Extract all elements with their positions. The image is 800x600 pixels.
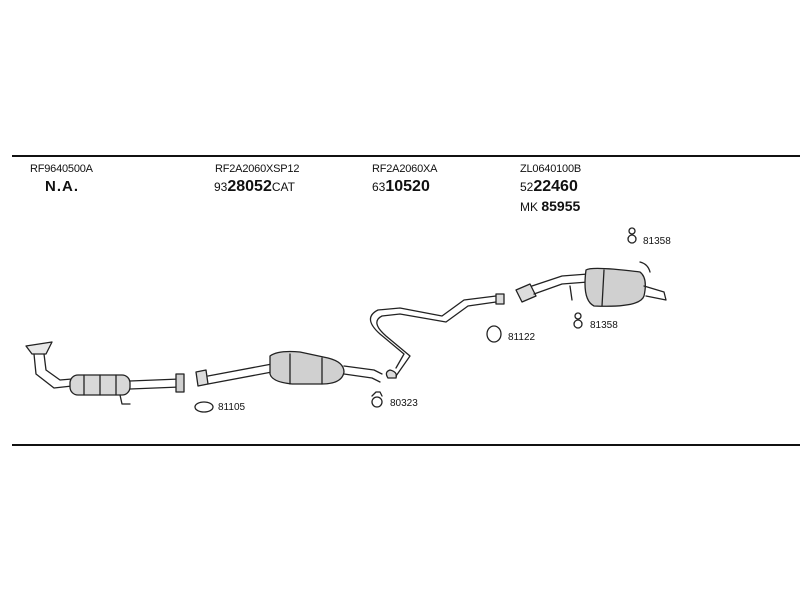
gasket-81105 — [194, 401, 214, 413]
mk-main: 85955 — [541, 198, 581, 214]
part-code-4: ZL0640100B — [520, 163, 581, 175]
top-divider — [12, 155, 800, 157]
label-hanger-81358-upper: 81358 — [643, 236, 671, 247]
label-clamp-80323: 80323 — [390, 398, 418, 409]
part-code-2: RF2A2060XSP12 — [215, 163, 300, 175]
center-pipe — [369, 293, 505, 379]
part-number-2-suffix: CAT — [271, 180, 295, 194]
part-number-2-main: 28052 — [227, 178, 272, 195]
part-number-2-prefix: 93 — [214, 180, 228, 194]
mk-prefix: MK — [520, 200, 538, 214]
part-number-3-prefix: 63 — [372, 180, 386, 194]
rear-muffler — [515, 261, 667, 307]
gasket-81122 — [486, 325, 502, 343]
mk-number: MK 85955 — [520, 198, 580, 214]
part-number-2: 9328052CAT — [214, 178, 295, 196]
part-number-4-main: 22460 — [533, 178, 578, 195]
hanger-81358-upper — [627, 227, 637, 244]
part-number-4-prefix: 52 — [520, 180, 534, 194]
part-number-4: 5222460 — [520, 178, 578, 196]
catalytic-converter-pipe — [195, 350, 383, 387]
part-code-3: RF2A2060XA — [372, 163, 438, 175]
part-number-3-main: 10520 — [385, 178, 430, 195]
part-code-1: RF9640500A — [30, 163, 93, 175]
hanger-81358-lower — [573, 312, 583, 329]
part-number-3: 6310520 — [372, 178, 430, 196]
clamp-80323 — [371, 391, 383, 408]
pre-catalyst — [69, 373, 185, 405]
bottom-divider — [12, 444, 800, 446]
label-gasket-81122: 81122 — [508, 332, 536, 343]
status-na: N.A. — [45, 178, 79, 195]
label-hanger-81358-lower: 81358 — [590, 320, 618, 331]
label-gasket-81105: 81105 — [218, 402, 246, 413]
front-downpipe — [25, 341, 73, 389]
